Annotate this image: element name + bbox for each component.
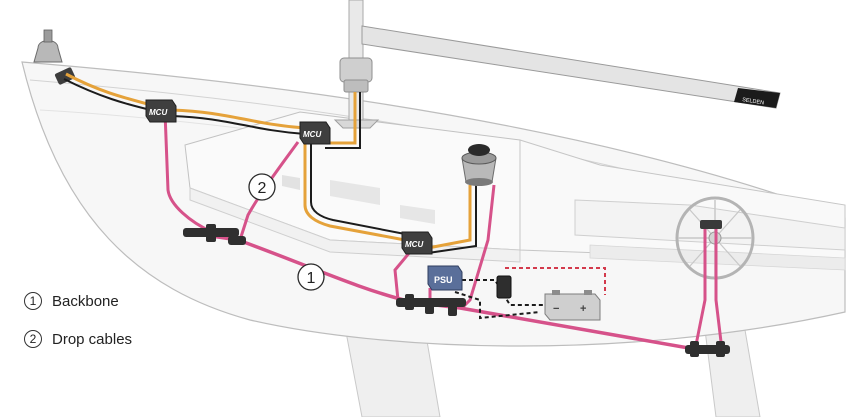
mcu-box-3: MCU [402,232,432,254]
legend-label: Backbone [52,293,119,310]
psu-box: PSU [428,266,462,290]
callout-backbone-number: 1 [307,270,316,287]
mcu-label-1: MCU [149,108,167,117]
bow-sensor [34,41,62,63]
psu-label: PSU [434,275,453,285]
callout-backbone: 1 [298,264,324,290]
rudder [705,330,760,417]
mast-gooseneck [344,80,368,92]
mcu-label-2: MCU [303,130,321,139]
legend-number: 1 [24,292,42,310]
battery-plus-label: + [580,303,586,315]
callout-drop-number: 2 [258,180,267,197]
battery: − + [545,290,600,320]
mcu-box-1: MCU [146,100,176,122]
fuse-box [497,276,511,298]
bow-sensor-mount [44,30,52,42]
mcu-box-2: MCU [300,122,330,144]
legend-number: 2 [24,330,42,348]
callout-drop-cables: 2 [249,174,275,200]
legend-item-drop-cables: 2 Drop cables [24,330,132,348]
legend-item-backbone: 1 Backbone [24,292,119,310]
boom [362,26,780,108]
mcu-label-3: MCU [405,240,423,249]
mast-fitting [340,58,372,82]
legend-label: Drop cables [52,331,132,348]
helm-connector [700,220,722,229]
battery-minus-label: − [553,303,559,315]
